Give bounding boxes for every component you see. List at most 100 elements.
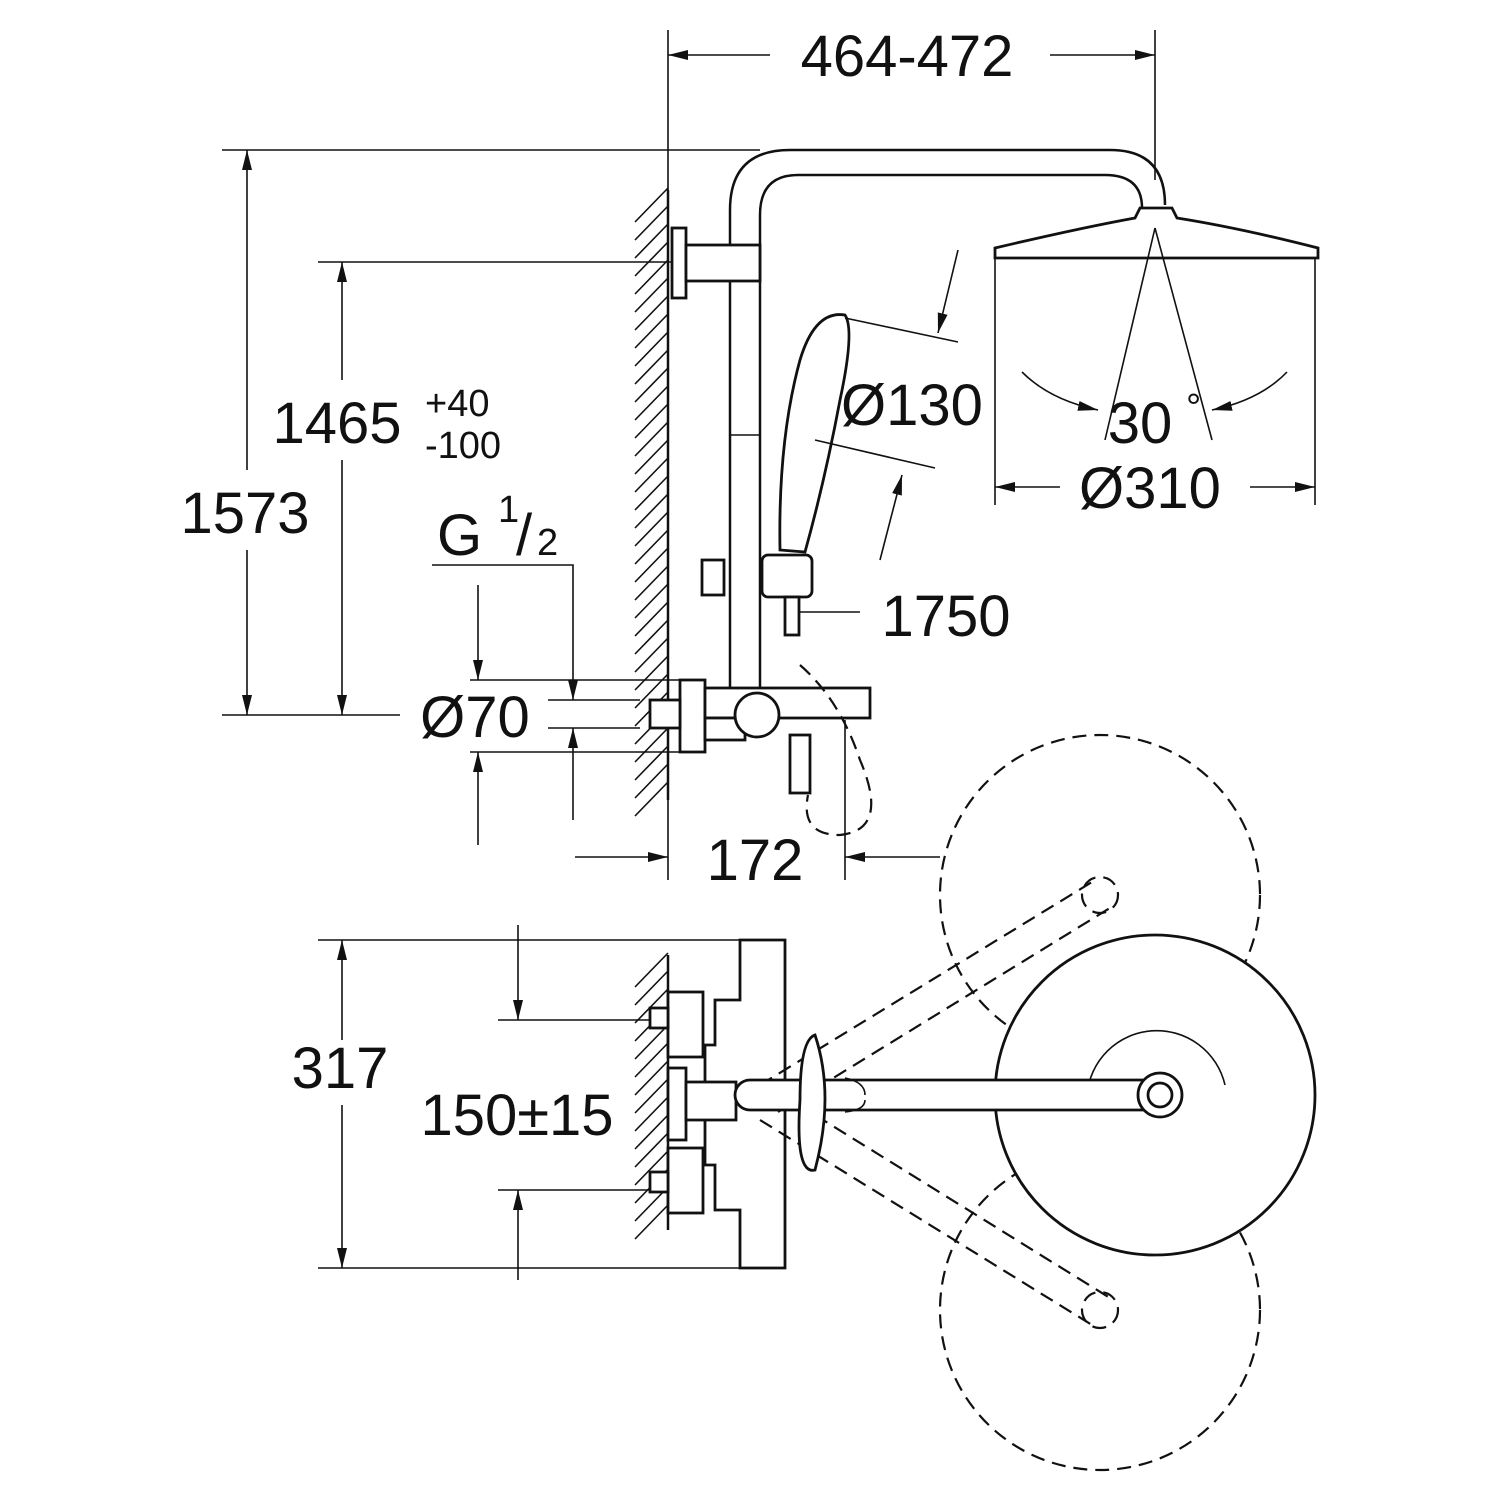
inlet-connector: [648, 698, 682, 730]
hatch-line: [634, 223, 669, 259]
spray-line: [1104, 227, 1156, 441]
wall-bracket: [684, 243, 762, 283]
shower-arm-outer: [728, 148, 1167, 690]
thread-prefix: G: [437, 503, 482, 568]
hatch-line: [634, 421, 669, 457]
hatch-line: [634, 547, 669, 583]
ext-line: [844, 317, 959, 343]
ext-line: [814, 439, 936, 469]
dim-hand-shower-diameter: Ø130: [841, 373, 983, 438]
hatch-line: [634, 952, 669, 988]
hatch-line: [634, 475, 669, 511]
hatch-line: [634, 313, 669, 349]
hatch-line: [634, 1132, 669, 1168]
hatch-line: [634, 511, 669, 547]
hatch-line: [634, 763, 669, 799]
thread-denominator: 2: [537, 522, 558, 564]
dim-escutcheon-diameter: Ø70: [420, 685, 530, 750]
hatch-line: [634, 655, 669, 691]
hatch-line: [634, 1096, 669, 1132]
dim-mixer-height: 1465: [272, 391, 401, 456]
hatch-line: [634, 583, 669, 619]
escutcheon: [678, 678, 707, 754]
holder-plan: [844, 1077, 866, 1113]
hatch-line: [634, 529, 669, 565]
hatch-line: [634, 1042, 669, 1078]
riser-bracket-plan: [684, 1080, 738, 1122]
hose-outlet: [788, 733, 812, 795]
hatch-line: [634, 988, 669, 1024]
hatch-line: [634, 781, 669, 817]
hatch-line: [634, 493, 669, 529]
dim-arm-projection: 464-472: [801, 24, 1014, 89]
dim-mixer-projection: 172: [707, 828, 804, 893]
dim-plan-width: 317: [292, 1036, 389, 1101]
thread-leader: [432, 564, 578, 700]
dim-arrow: [879, 474, 903, 561]
ring: [1080, 1290, 1120, 1330]
hatch-line: [634, 367, 669, 403]
dim-tolerance-plus: +40: [425, 383, 489, 425]
hatch-line: [634, 619, 669, 655]
dim-inlet-spacing: 150±15: [420, 1083, 613, 1148]
connector: [648, 1170, 670, 1194]
hatch-line: [634, 1150, 669, 1186]
hatch-line: [634, 277, 669, 313]
dim-tolerance-minus: -100: [425, 425, 501, 467]
hatch-line: [634, 1060, 669, 1096]
wall-hatch: [634, 187, 670, 817]
mixer-knob: [733, 691, 781, 739]
angle-arrow: [1021, 371, 1099, 411]
hatch-line: [634, 601, 669, 637]
inlet-plan-bottom: [666, 1146, 705, 1215]
hatch-line: [634, 637, 669, 673]
hatch-line: [634, 205, 669, 241]
hatch-line: [634, 187, 669, 223]
mixer-body: [703, 686, 872, 720]
head-inner: [1086, 1029, 1226, 1096]
dim-arrow: [937, 249, 959, 334]
hatch-line: [634, 439, 669, 475]
hatch-line: [634, 349, 669, 385]
hatch-line: [634, 1204, 669, 1240]
hose-connector: [783, 595, 801, 637]
hatch-line: [634, 727, 669, 763]
hatch-line: [634, 331, 669, 367]
hatch-line: [634, 673, 669, 709]
hatch-line: [634, 1114, 669, 1150]
inlet-plan-top: [666, 990, 705, 1059]
connector: [648, 1006, 670, 1030]
elevation-view: 464-472 1573 1465 +40 -100 G 1 / 2 Ø70: [180, 24, 1320, 893]
spray-line: [1154, 227, 1213, 441]
hatch-line: [634, 259, 669, 295]
dim-total-height: 1573: [180, 481, 309, 546]
wall-bracket-plate: [670, 226, 688, 300]
hand-shower-holder: [760, 553, 814, 599]
dim-head-shower-diameter: Ø310: [1079, 456, 1221, 521]
soap-holder: [700, 558, 726, 597]
hatch-line: [634, 1078, 669, 1114]
arm-joint-inner: [1146, 1081, 1174, 1109]
hatch-line: [634, 241, 669, 277]
hatch-line: [634, 1024, 669, 1060]
hatch-line: [634, 565, 669, 601]
ring: [1080, 875, 1120, 915]
hatch-line: [634, 385, 669, 421]
hatch-line: [634, 970, 669, 1006]
shower-arm-inner: [758, 173, 1144, 690]
hatch-line: [634, 295, 669, 331]
plan-view: 317 150±15: [292, 733, 1317, 1472]
hatch-line: [634, 745, 669, 781]
wall-hatch: [634, 952, 670, 1240]
thread-slash: /: [516, 503, 533, 568]
dim-spray-angle: 30: [1108, 391, 1173, 456]
riser-plan-base: [666, 1066, 688, 1142]
angle-arrow: [1211, 371, 1288, 411]
thread-numerator: 1: [498, 489, 519, 531]
hose-dashed: [799, 664, 873, 837]
hatch-line: [634, 457, 669, 493]
dim-hose-length: 1750: [881, 584, 1010, 649]
hand-shower-plan: [797, 1033, 827, 1172]
